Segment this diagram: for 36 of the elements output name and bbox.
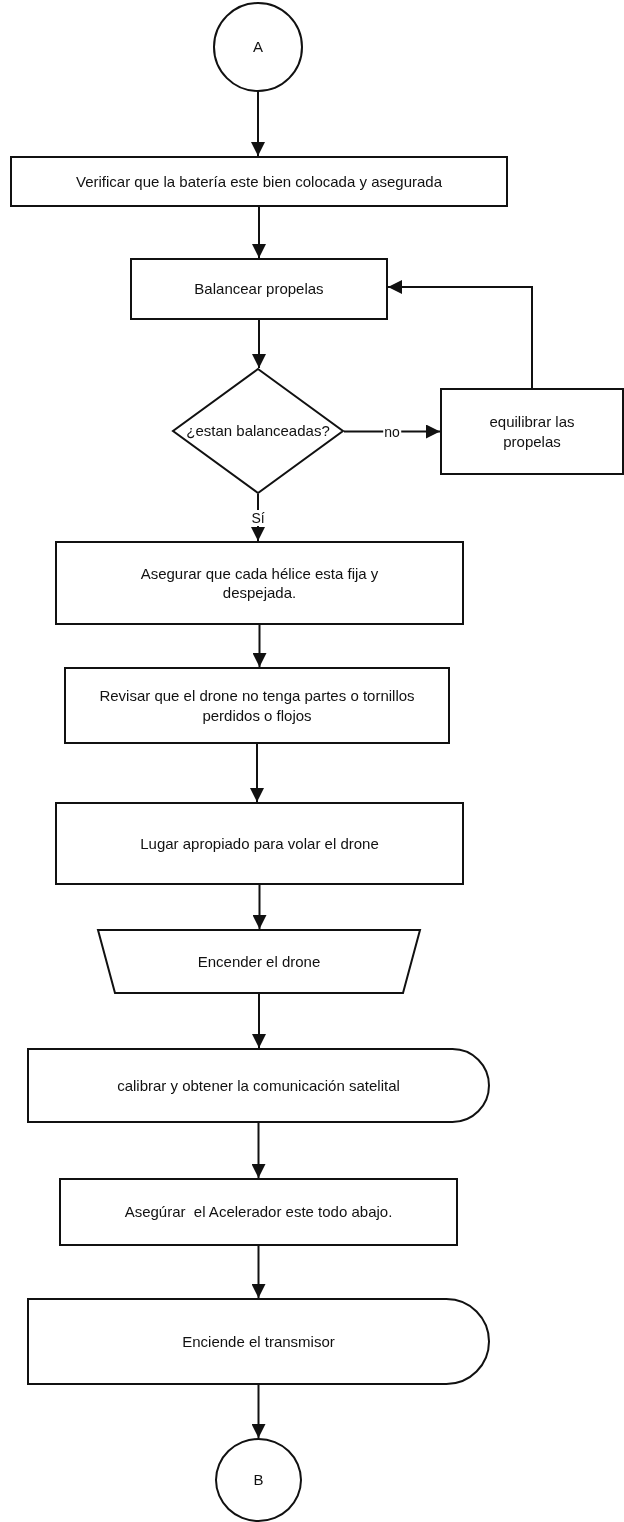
step-text: Enciende el transmisor [182,1331,335,1352]
arrow [252,319,266,369]
step-text: Encender el drone [197,951,321,972]
process-box [64,667,450,744]
arrow [387,280,533,389]
connector-label: A [253,37,263,57]
manual-operation-trapezoid [97,929,421,994]
step-text: Asegúrar el Acelerador este todo abajo. [124,1202,393,1222]
step-text: calibrar y obtener la comunicación satelital [117,1075,400,1096]
step-text: Revisar que el drone no tenga partes o tornillos perdidos o flojos [98,686,416,725]
arrow [252,206,266,259]
step-text: equilibrar las propelas [488,412,576,451]
process-box [10,156,508,207]
process-box [59,1178,458,1246]
process-box [55,541,464,625]
step-text: Asegurar que cada hélice esta fija y despejada. [139,563,380,603]
step-text: Lugar apropiado para volar el drone [140,833,379,854]
edge-label: Sí [250,509,266,526]
decision-text: ¿estan balanceadas? [186,421,330,441]
arrow [251,1384,266,1439]
arrow [251,91,265,157]
arrow [251,1122,266,1179]
arrow [252,884,267,930]
process-box [130,258,388,320]
arrow [250,743,264,803]
process-box [440,388,624,475]
arrow [252,993,266,1049]
process-box [55,802,464,885]
decision-diamond [172,368,344,494]
delay-shape [27,1298,490,1385]
arrow [251,1245,266,1299]
connector-label: B [253,1470,264,1490]
step-text: Verificar que la batería este bien colocada y asegurada [75,171,443,192]
arrow [252,624,267,668]
delay-shape [27,1048,490,1123]
step-text: Balancear propelas [194,279,324,299]
